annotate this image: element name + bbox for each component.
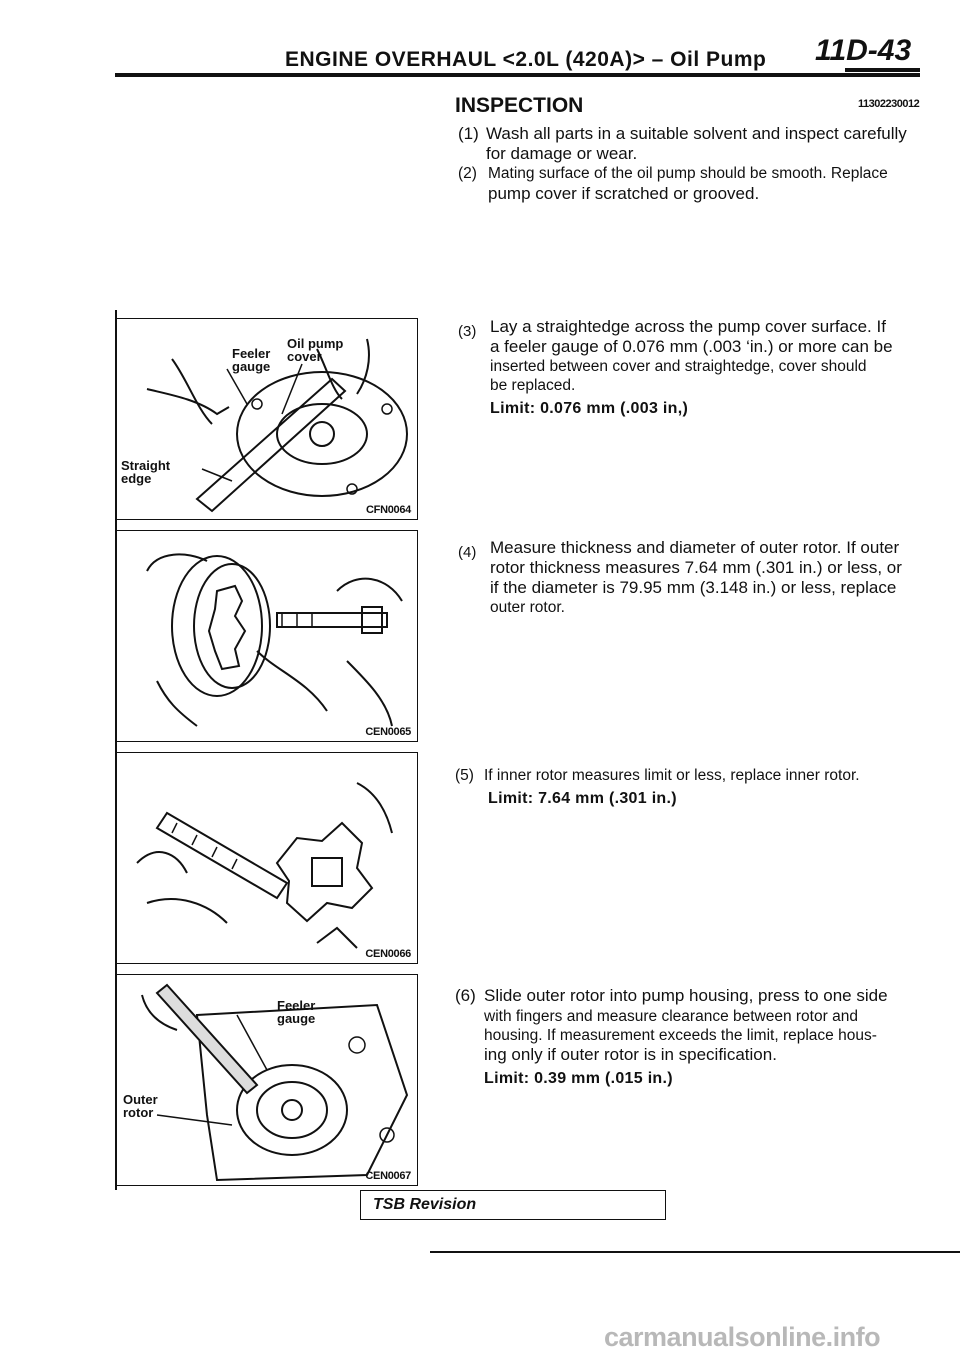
step-4-line-2: rotor thickness measures 7.64 mm (.301 i… xyxy=(490,558,902,577)
section-code: 11302230012 xyxy=(858,98,920,110)
figure-code: CEN0065 xyxy=(365,726,411,738)
figure-column-rule xyxy=(115,310,117,1190)
step-1-line-2: for damage or wear. xyxy=(486,144,638,163)
step-4-line-4: outer rotor. xyxy=(490,599,565,616)
step-6-number: (6) xyxy=(455,986,476,1005)
label-feeler-gauge: Feeler gauge xyxy=(277,998,316,1026)
label-feeler-gauge: Feeler gauge xyxy=(232,346,271,374)
step-5-line-1: If inner rotor measures limit or less, r… xyxy=(484,767,860,784)
step-1-number: (1) xyxy=(458,124,479,143)
step-6-limit: Limit: 0.39 mm (.015 in.) xyxy=(484,1070,673,1087)
footer-rule xyxy=(430,1251,960,1253)
step-3-line-4: be replaced. xyxy=(490,377,576,394)
step-6-line-1: Slide outer rotor into pump housing, pre… xyxy=(484,986,888,1005)
step-1-line-1: Wash all parts in a suitable solvent and… xyxy=(486,124,907,143)
step-6-line-4: ing only if outer rotor is in specificat… xyxy=(484,1045,777,1064)
step-3-number: (3) xyxy=(458,323,477,340)
label-oil-pump-cover: Oil pump cover xyxy=(287,336,344,364)
step-4-line-1: Measure thickness and diameter of outer … xyxy=(490,538,900,557)
header-rule-accent xyxy=(845,68,920,72)
step-3-line-3: inserted between cover and straightedge,… xyxy=(490,358,867,375)
page-header-title: ENGINE OVERHAUL <2.0L (420A)> – Oil Pump xyxy=(285,48,767,71)
step-5-number: (5) xyxy=(455,767,474,784)
step-6-line-3: housing. If measurement exceeds the limi… xyxy=(484,1027,877,1044)
step-4-line-3: if the diameter is 79.95 mm (3.148 in.) … xyxy=(490,578,897,597)
figure-inner-rotor-measure: CEN0066 xyxy=(116,752,418,964)
figure-code: CEN0066 xyxy=(365,948,411,960)
watermark[interactable]: carmanualsonline.info xyxy=(604,1322,881,1352)
figure-code: CEN0067 xyxy=(365,1170,411,1182)
step-3-line-2: a feeler gauge of 0.076 mm (.003 ‘in.) o… xyxy=(490,337,893,356)
step-3-line-1: Lay a straightedge across the pump cover… xyxy=(490,317,886,336)
tsb-revision-box xyxy=(360,1190,666,1220)
section-title: INSPECTION xyxy=(455,94,584,117)
figure-oil-pump-cover-straightedge: Feeler gauge Oil pump cover Straight edg… xyxy=(116,318,418,520)
label-outer-rotor: Outer rotor xyxy=(123,1092,158,1120)
step-5-limit: Limit: 7.64 mm (.301 in.) xyxy=(488,790,677,807)
step-2-number: (2) xyxy=(458,165,477,182)
figure-outer-rotor-measure: CEN0065 xyxy=(116,530,418,742)
step-3-limit: Limit: 0.076 mm (.003 in,) xyxy=(490,400,689,417)
figure-rotor-clearance-measure: Feeler gauge Outer rotor CEN0067 xyxy=(116,974,418,1186)
header-rule xyxy=(115,73,920,77)
step-4-number: (4) xyxy=(458,544,477,561)
page-number: 11D-43 xyxy=(815,34,912,67)
label-straight-edge: Straight edge xyxy=(121,458,171,486)
step-2-line-2: pump cover if scratched or grooved. xyxy=(488,184,760,203)
step-6-line-2: with fingers and measure clearance betwe… xyxy=(484,1008,858,1025)
tsb-revision-label: TSB Revision xyxy=(373,1196,477,1213)
figure-code: CFN0064 xyxy=(366,504,411,516)
step-2-line-1: Mating surface of the oil pump should be… xyxy=(488,165,888,182)
